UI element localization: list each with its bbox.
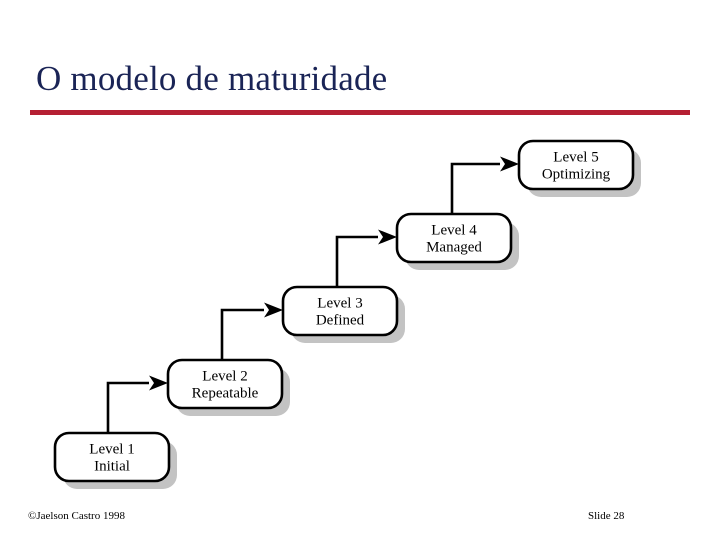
- arrow-1-to-2-line: [106, 381, 149, 433]
- node-level-5-box[interactable]: [517, 139, 635, 191]
- node-level-3-label-line2: Defined: [316, 312, 365, 328]
- arrow-1-to-2-connector: [106, 375, 168, 433]
- arrow-1-to-2-arrowhead-icon: [149, 375, 168, 391]
- arrow-4-to-5-arrowhead-icon: [500, 156, 519, 172]
- node-level-2-box[interactable]: [166, 358, 284, 410]
- arrow-2-to-3-arrowhead-icon: [264, 302, 283, 318]
- node-level-1-label-line2: Initial: [94, 458, 130, 474]
- arrow-4-to-5-line: [450, 162, 500, 214]
- node-level-2-label-line2: Repeatable: [192, 385, 259, 401]
- arrow-3-to-4-arrowhead-icon: [378, 229, 397, 245]
- arrow-4-to-5-connector: [450, 156, 519, 214]
- node-level-5-label-line1: Level 5: [553, 149, 598, 165]
- node-level-3-box[interactable]: [281, 285, 399, 337]
- arrow-3-to-4-connector: [335, 229, 397, 287]
- node-level-4-label-line1: Level 4: [431, 222, 477, 238]
- node-level-1-label-line1: Level 1: [89, 441, 134, 457]
- title-divider: [30, 110, 690, 115]
- node-level-4-box[interactable]: [395, 212, 513, 264]
- footer-slide-number: Slide 28: [588, 510, 625, 522]
- node-level-3-label-line1: Level 3: [317, 295, 362, 311]
- arrow-2-to-3-line: [220, 308, 264, 360]
- node-level-2-label-line1: Level 2: [202, 368, 247, 384]
- connectors-layer: [106, 156, 519, 433]
- node-level-4-label-line2: Managed: [426, 239, 482, 255]
- arrow-2-to-3-connector: [220, 302, 283, 360]
- node-level-1-box[interactable]: [53, 431, 171, 483]
- page-title: O modelo de maturidade: [36, 59, 388, 98]
- node-level-5-label-line2: Optimizing: [542, 166, 611, 182]
- footer-copyright: ©Jaelson Castro 1998: [28, 510, 125, 522]
- arrow-3-to-4-line: [335, 235, 378, 287]
